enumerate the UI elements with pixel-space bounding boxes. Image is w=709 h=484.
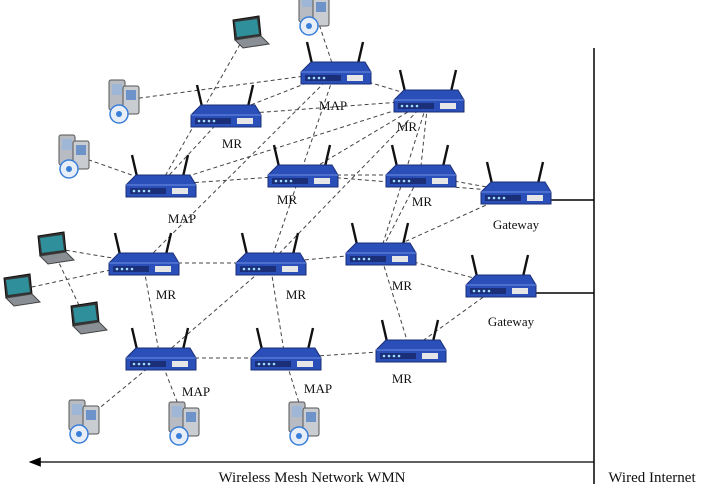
wireless-router-icon [266,143,340,189]
wireless-router-icon [392,68,466,114]
pda-client-icon [58,134,90,179]
node-label-map: MAP [182,384,210,399]
mesh-link [124,71,336,101]
wireless-router-icon [107,231,181,277]
network-nodes [3,0,553,446]
wireless-router-icon [124,153,198,199]
wireless-router-icon [384,143,458,189]
laptop-client-icon [3,273,41,307]
node-label-map: MAP [168,211,196,226]
node-label-mr: MR [156,287,177,302]
node-label-mr: MR [222,136,243,151]
pda-client-icon [108,79,140,124]
mesh-link [159,31,248,186]
wireless-router-icon [234,231,308,277]
wireless-router-icon [464,253,538,299]
wired-links [536,199,594,294]
wireless-router-icon [344,221,418,267]
node-label-mr: MR [392,278,413,293]
node-label-gateway: Gateway [488,314,535,329]
mesh-link [269,262,286,359]
laptop-client-icon [37,231,75,265]
node-label-mr: MR [412,194,433,209]
laptop-client-icon [70,301,108,335]
mesh-link [159,99,429,186]
wireless-router-icon [479,160,553,206]
pda-client-icon [68,399,100,444]
node-label-map: MAP [304,381,332,396]
mesh-link [409,284,501,351]
mesh-link [379,252,411,351]
mesh-link [419,99,429,176]
pda-client-icon [168,401,200,446]
pda-client-icon [298,0,330,36]
wireless-router-icon [249,326,323,372]
mesh-link [379,174,421,254]
node-label-map: MAP [319,98,347,113]
wireless-router-icon [124,326,198,372]
mesh-link [159,262,271,359]
node-label-mr: MR [286,287,307,302]
wireless-router-icon [374,318,448,364]
wired-internet-label: Wired Internet [608,470,696,484]
mesh-link [51,247,144,264]
wireless-router-icon [189,83,263,129]
mesh-link [142,71,336,264]
node-label-gateway: Gateway [493,217,540,232]
mesh-link [142,262,161,359]
node-label-mr: MR [392,371,413,386]
laptop-client-icon [232,15,270,49]
wmn-label: Wireless Mesh Network WMN [218,470,405,484]
node-label-mr: MR [277,192,298,207]
node-label-mr: MR [397,119,418,134]
pda-client-icon [288,401,320,446]
wireless-router-icon [299,40,373,86]
